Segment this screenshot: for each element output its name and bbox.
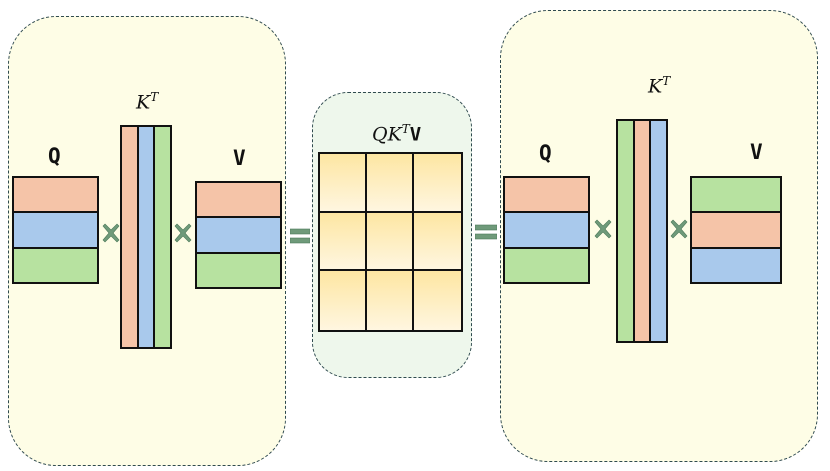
right-q-label: Q	[539, 141, 552, 165]
right-kt-col-2	[634, 121, 652, 341]
left-q-label: Q	[48, 144, 61, 168]
left-kt-base: K	[136, 91, 151, 114]
right-kt-col-1	[618, 121, 635, 341]
right-q-matrix	[503, 176, 590, 284]
middle-label-base: QK	[372, 123, 402, 146]
right-q-row-1	[505, 178, 588, 214]
left-kt-matrix	[120, 125, 172, 349]
times-icon	[174, 223, 192, 243]
left-v-row-2	[197, 218, 280, 254]
right-v-row-3	[692, 248, 780, 282]
result-grid	[318, 152, 463, 332]
left-kt-col-1	[122, 127, 139, 347]
left-q-row-2	[14, 213, 97, 249]
right-q-row-3	[505, 248, 588, 282]
right-v-matrix	[690, 176, 782, 284]
right-q-row-2	[505, 213, 588, 249]
grid-cell	[367, 212, 414, 272]
left-q-matrix	[12, 176, 99, 284]
right-v-row-1	[692, 178, 780, 214]
times-icon	[670, 219, 688, 239]
right-kt-col-3	[651, 121, 667, 341]
times-icon	[102, 223, 120, 243]
right-v-row-2	[692, 213, 780, 249]
left-kt-col-3	[155, 127, 171, 347]
left-kt-col-2	[138, 127, 156, 347]
left-kt-label: KT	[136, 90, 158, 113]
right-kt-superscript: T	[662, 74, 671, 88]
right-kt-matrix	[616, 119, 668, 343]
grid-cell	[320, 271, 367, 330]
grid-cell	[367, 271, 414, 330]
grid-cell	[414, 154, 461, 213]
middle-label: QKTV	[372, 122, 421, 145]
equals-icon	[290, 228, 310, 244]
left-v-matrix	[195, 181, 282, 289]
grid-cell	[414, 212, 461, 272]
right-kt-label: KT	[648, 74, 670, 97]
left-v-row-3	[197, 253, 280, 287]
grid-cell	[320, 154, 367, 213]
equals-icon	[475, 224, 497, 240]
left-v-row-1	[197, 183, 280, 219]
grid-cell	[320, 212, 367, 272]
right-v-label: V	[750, 140, 763, 164]
left-q-row-3	[14, 248, 97, 282]
left-v-label: V	[233, 146, 246, 170]
left-q-row-1	[14, 178, 97, 214]
times-icon	[594, 219, 612, 239]
grid-cell	[367, 154, 414, 213]
grid-cell	[414, 271, 461, 330]
middle-label-superscript: T	[401, 122, 410, 136]
left-kt-superscript: T	[150, 90, 159, 104]
middle-label-tail: V	[409, 123, 422, 146]
right-kt-base: K	[648, 75, 663, 98]
